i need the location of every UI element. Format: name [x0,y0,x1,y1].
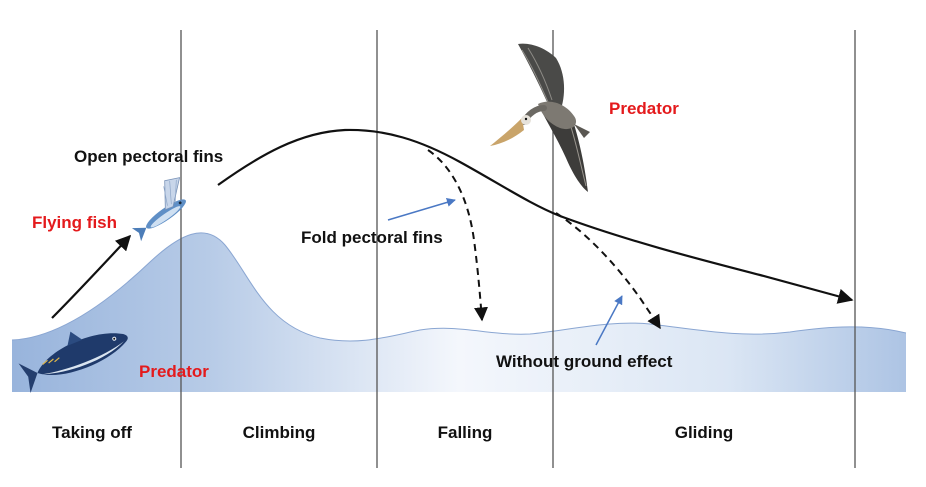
phase-label-gliding: Gliding [675,423,734,442]
tuna-icon [18,331,128,394]
fall-path-2 [555,212,661,330]
flying-fish-icon [131,177,186,242]
flying-fish-label: Flying fish [32,213,117,232]
water-surface [12,232,906,392]
phase-label-taking-off: Taking off [52,423,132,442]
phase-label-climbing: Climbing [243,423,316,442]
predator-fish-label: Predator [139,362,209,381]
phase-label-falling: Falling [438,423,493,442]
flight-trajectory [217,128,854,304]
predator-bird-label: Predator [609,99,679,118]
takeoff-arrow [51,234,132,319]
fold-fins-label: Fold pectoral fins [301,228,443,247]
no-ground-effect-label: Without ground effect [496,352,673,371]
pelican-icon [490,43,590,192]
fold-fins-pointer [387,198,456,221]
open-fins-label: Open pectoral fins [74,147,223,166]
fall-path-1 [427,149,488,322]
water-wave-line [11,232,907,342]
ground-effect-pointer [595,295,623,346]
